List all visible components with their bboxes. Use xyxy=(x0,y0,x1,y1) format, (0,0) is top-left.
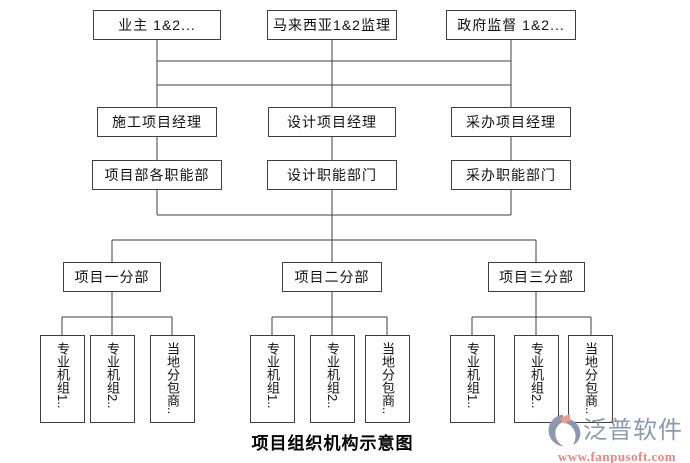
diagram-caption: 项目组织机构示意图 xyxy=(251,434,414,453)
node-team-subcontractor-g1: 当地分包商.. xyxy=(150,335,195,423)
node-government: 政府监督 1&2... xyxy=(446,10,576,40)
node-team-unit2-g2: 专业机组2.. xyxy=(310,335,355,423)
brand-website: www.fanpusoft.com xyxy=(557,449,677,463)
logo-swirl-icon xyxy=(546,412,583,449)
node-supervisor: 马来西亚1&2监理 xyxy=(267,10,397,40)
brand-watermark: 泛普软件 www.fanpusoft.com xyxy=(546,412,688,463)
node-team-unit1-g3: 专业机组1.. xyxy=(450,335,495,423)
node-team-unit1-g1: 专业机组1.. xyxy=(40,335,85,423)
node-procurement-functional-dept: 采办职能部门 xyxy=(451,160,571,190)
node-division-1: 项目一分部 xyxy=(63,262,161,292)
node-project-functional-dept: 项目部各职能部 xyxy=(92,160,222,190)
node-team-subcontractor-g3: 当地分包商.. xyxy=(568,335,613,423)
node-team-unit2-g3: 专业机组2.. xyxy=(514,335,559,423)
node-team-unit1-g2: 专业机组1.. xyxy=(250,335,295,423)
brand-row: 泛普软件 xyxy=(546,412,688,449)
node-team-subcontractor-g2: 当地分包商.. xyxy=(365,335,410,423)
node-owner: 业主 1&2... xyxy=(93,10,221,40)
node-design-functional-dept: 设计职能部门 xyxy=(267,160,397,190)
node-design-manager: 设计项目经理 xyxy=(268,107,396,137)
node-division-2: 项目二分部 xyxy=(282,262,382,292)
brand-name: 泛普软件 xyxy=(583,416,683,444)
node-division-3: 项目三分部 xyxy=(488,262,585,292)
node-construction-manager: 施工项目经理 xyxy=(97,107,217,137)
node-procurement-manager: 采办项目经理 xyxy=(451,107,571,137)
node-team-unit2-g1: 专业机组2.. xyxy=(90,335,135,423)
